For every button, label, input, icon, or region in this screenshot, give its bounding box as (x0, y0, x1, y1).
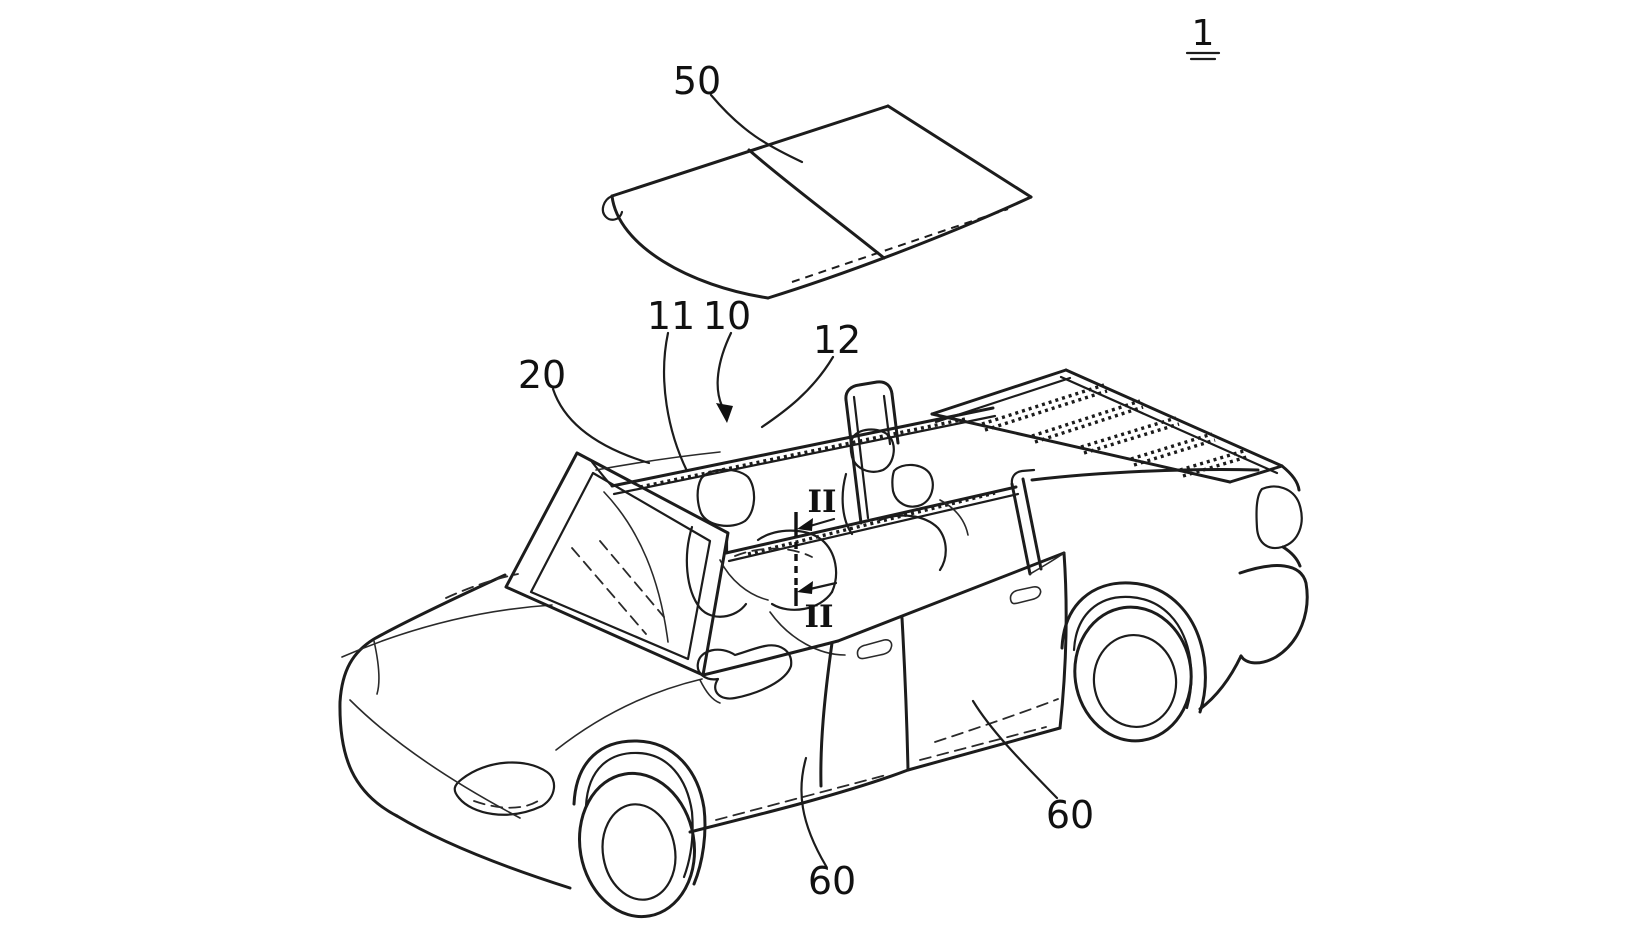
leader-50 (709, 93, 804, 164)
callout-50: 50 (673, 59, 721, 103)
rear-door-handle (1009, 586, 1042, 605)
callout-section-bottom: II (804, 599, 833, 635)
leader-11 (663, 331, 689, 473)
section-arrow-top (797, 518, 813, 531)
leader-20 (551, 387, 651, 465)
callout-20: 20 (518, 353, 566, 397)
roof-panel (601, 104, 1033, 300)
front-wheel (572, 739, 707, 919)
callout-60-front: 60 (808, 859, 856, 903)
front-end (338, 573, 703, 890)
callout-labels: 1 50 20 11 10 12 II II 60 60 (518, 13, 1221, 903)
rear-rim (1092, 633, 1178, 729)
leader-10 (716, 331, 733, 408)
section-arrow-bottom (797, 581, 813, 594)
tail-light (1255, 485, 1303, 550)
front-door-handle (856, 639, 893, 660)
front-rim (601, 803, 677, 901)
leader-60-rear (971, 699, 1059, 800)
front-roof-rail-line (610, 406, 995, 488)
callout-11: 11 (647, 294, 695, 338)
bedside-top-edge (1030, 467, 1260, 482)
callout-section-top: II (807, 484, 836, 520)
leader-10-arrowhead (716, 403, 733, 423)
door-gap (900, 616, 910, 772)
rear-wheel (1060, 581, 1207, 743)
mid-roll-bar (844, 380, 900, 525)
section-marker (794, 512, 838, 606)
leader-60-front (800, 756, 828, 868)
side-mirror (696, 644, 793, 700)
rear-roll-bar (1010, 468, 1043, 576)
rear-tire (1073, 605, 1193, 743)
roof-panel-hidden-edge (791, 208, 1009, 283)
truck-bed (930, 368, 1284, 575)
callout-12: 12 (813, 318, 861, 362)
callout-10: 10 (703, 294, 751, 338)
leader-12 (760, 355, 835, 429)
bed-slats (981, 383, 1251, 478)
figure-number-label: 1 (1192, 13, 1215, 54)
front-tire (577, 771, 697, 919)
callout-60-rear: 60 (1046, 793, 1094, 837)
headlight (453, 761, 556, 816)
roof-rails (590, 380, 1043, 576)
doors (688, 551, 1068, 834)
rear-end (1198, 464, 1309, 711)
leader-lines (551, 93, 1059, 868)
cabin-seats (685, 428, 969, 656)
